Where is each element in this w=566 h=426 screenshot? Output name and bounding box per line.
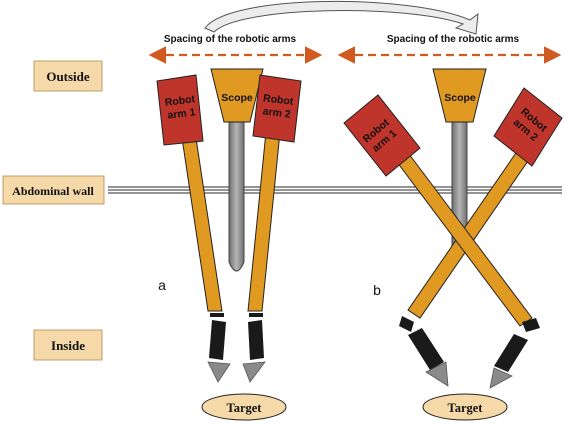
instrument-1-b: [399, 316, 449, 387]
target-ellipse-b: [422, 393, 508, 421]
panel-b-label: b: [373, 282, 381, 298]
arm1-head-a: [156, 74, 204, 146]
inside-label-box: Inside: [33, 329, 103, 361]
scope-head-b: [432, 68, 487, 123]
inside-label: Inside: [51, 338, 85, 353]
arm1-head-b: [343, 94, 421, 177]
spacing-label-right: Spacing of the robotic arms: [387, 34, 520, 45]
panel-a-label: a: [158, 277, 166, 293]
arm1-shaft-a: [181, 137, 223, 312]
transition-arrow: [204, 0, 479, 35]
instrument-2-b: [489, 318, 540, 389]
arm2-shaft-a: [247, 131, 281, 312]
scope-shaft-a: [228, 117, 245, 272]
panel-a: Scope Robot arm 1 Robot arm 2 a Target: [156, 68, 302, 421]
arm2-label-a-line2: arm 2: [262, 105, 291, 120]
instrument-1-a: [207, 313, 231, 383]
target-label-a: Target: [227, 401, 263, 415]
abdominal-wall-label-box: Abdominal wall: [2, 175, 105, 205]
abdominal-wall-label: Abdominal wall: [12, 184, 94, 198]
scope-head-a: [210, 68, 264, 123]
scope-label-b: Scope: [444, 92, 476, 104]
scope-label-a: Scope: [221, 92, 253, 104]
target-label-b: Target: [448, 401, 484, 415]
abdominal-wall-line: [108, 186, 562, 194]
arm2-head-b: [493, 87, 563, 167]
target-ellipse-a: [201, 393, 287, 421]
panel-b: Scope Robot arm 1 Robot arm 2 b Target: [343, 68, 563, 421]
outside-label-box: Outside: [33, 60, 103, 92]
spacing-label-left: Spacing of the robotic arms: [164, 34, 297, 45]
arm2-label-a-line1: Robot: [262, 92, 294, 108]
outside-label: Outside: [46, 69, 90, 84]
arm2-head-a: [252, 74, 302, 143]
arm1-label-a-line2: arm 1: [167, 106, 196, 121]
arm1-label-a-line1: Robot: [164, 93, 196, 109]
instrument-2-a: [242, 313, 266, 383]
